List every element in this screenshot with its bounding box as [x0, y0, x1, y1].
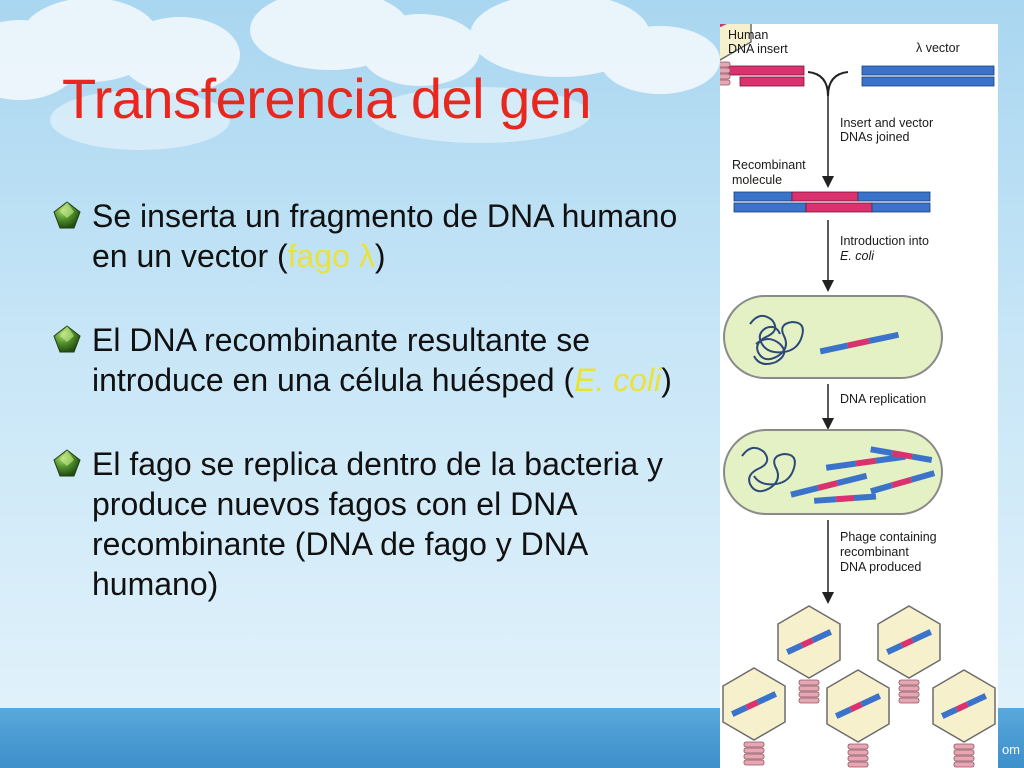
- label-joined-2: DNAs joined: [840, 130, 910, 144]
- label-dna-replication: DNA replication: [840, 392, 927, 406]
- bullet-item-3: El fago se replica dentro de la bacteria…: [52, 444, 692, 604]
- bullet-list: Se inserta un fragmento de DNA humano en…: [52, 196, 692, 648]
- diagram-graphics: [720, 24, 996, 768]
- label-introduction-2: E. coli: [840, 249, 875, 263]
- label-phage-3: DNA produced: [840, 560, 922, 574]
- green-gem-bullet-icon: [53, 201, 81, 229]
- bullet-text-2: El DNA recombinante resultante se introd…: [92, 322, 672, 398]
- label-human-insert-1: Human: [728, 28, 769, 42]
- bullet-item-1: Se inserta un fragmento de DNA humano en…: [52, 196, 692, 276]
- bullet-item-2: El DNA recombinante resultante se introd…: [52, 320, 692, 400]
- e-coli-cell-2: [723, 429, 943, 515]
- green-gem-bullet-icon: [53, 449, 81, 477]
- label-recombinant-2: molecule: [732, 173, 783, 187]
- label-introduction-1: Introduction into: [840, 234, 929, 248]
- gene-transfer-diagram: Human DNA insert λ vector Insert and vec…: [720, 24, 998, 768]
- human-dna-insert: [727, 65, 805, 87]
- footer-watermark-text: om: [1001, 742, 1020, 757]
- label-phage-1: Phage containing: [840, 530, 937, 544]
- label-joined-1: Insert and vector: [840, 116, 934, 130]
- highlight-e-coli: E. coli: [574, 362, 662, 398]
- lambda-vector-dna: [861, 65, 995, 87]
- phage-particles: [720, 24, 996, 768]
- highlight-fago-lambda: fago λ: [287, 238, 375, 274]
- green-gem-bullet-icon: [53, 325, 81, 353]
- e-coli-cell-1: [723, 295, 943, 379]
- label-human-insert-2: DNA insert: [728, 42, 788, 56]
- recombinant-molecule: [733, 191, 931, 213]
- bullet-text-3: El fago se replica dentro de la bacteria…: [92, 446, 663, 602]
- join-brace: [807, 71, 849, 97]
- label-phage-2: recombinant: [840, 545, 909, 559]
- slide-title: Transferencia del gen: [62, 67, 592, 130]
- label-recombinant-1: Recombinant: [732, 158, 806, 172]
- label-lambda-vector: λ vector: [916, 41, 960, 55]
- bullet-text-1: Se inserta un fragmento de DNA humano en…: [92, 198, 678, 274]
